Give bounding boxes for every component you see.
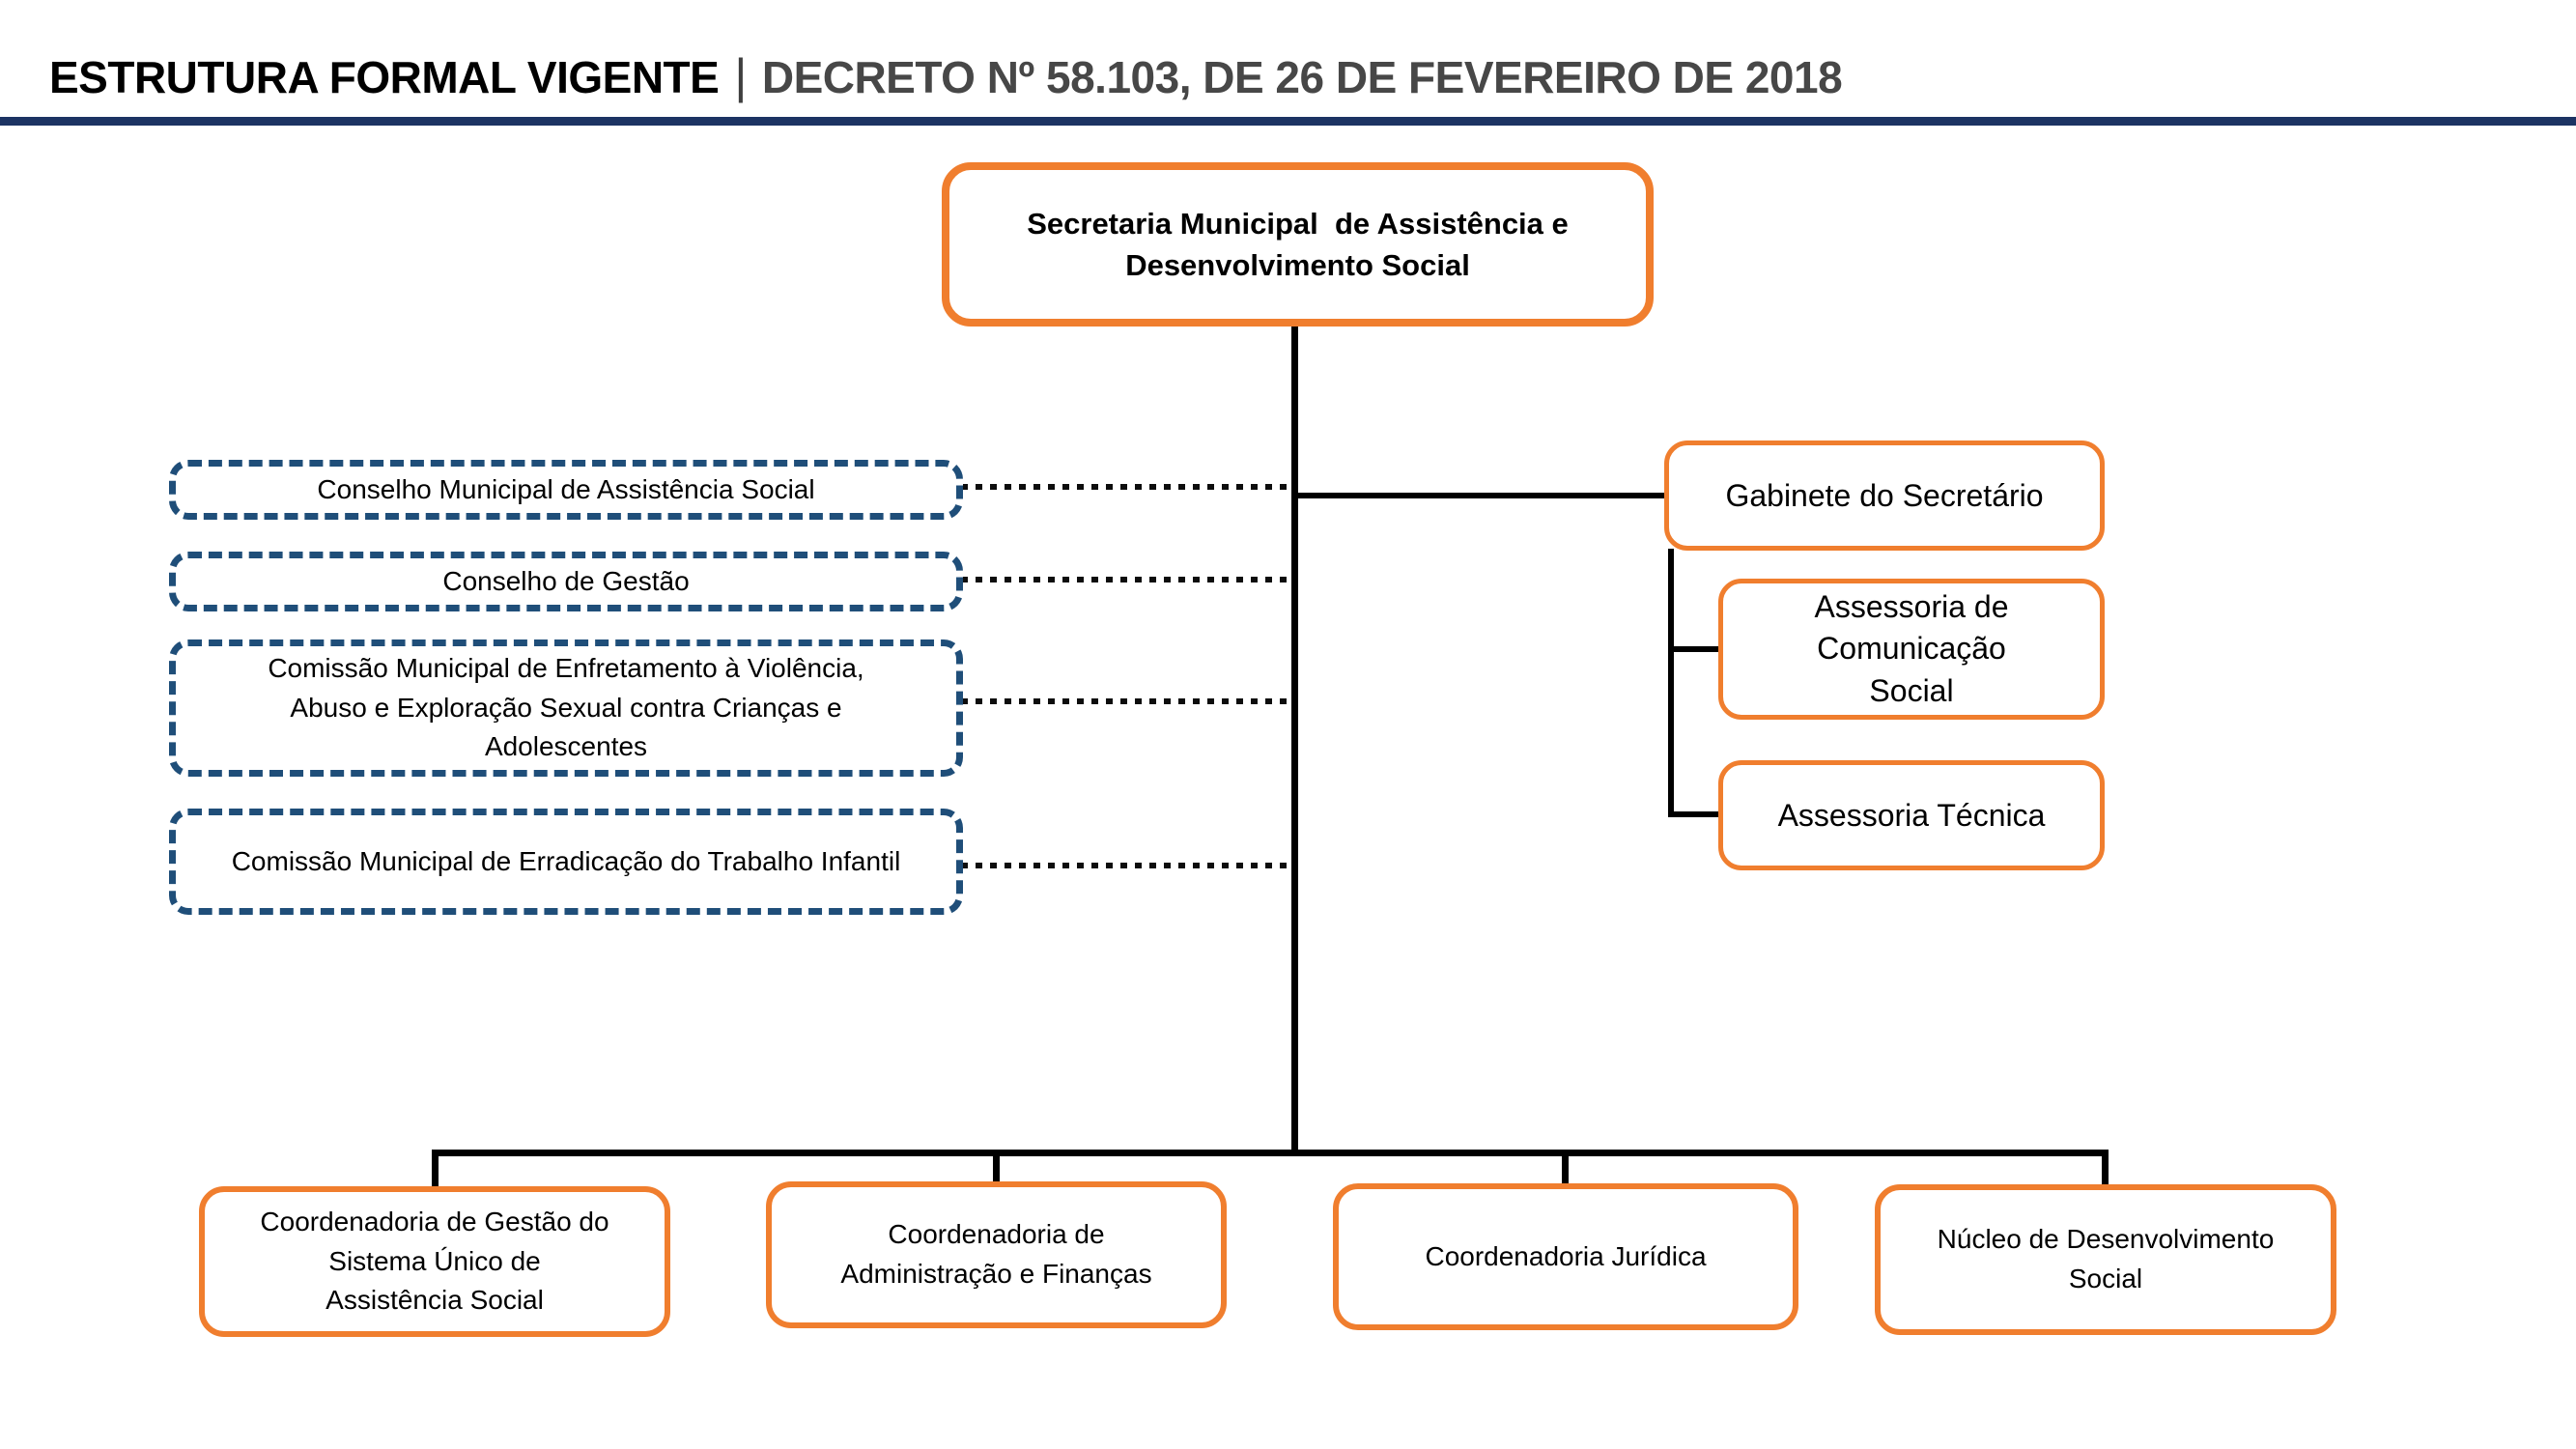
cabinet-branch-line xyxy=(1668,549,1674,817)
page-title-primary: ESTRUTURA FORMAL VIGENTE xyxy=(49,52,720,102)
coordenadoria-juridica-label: Coordenadoria Jurídica xyxy=(1425,1241,1707,1271)
bottom-stub-2 xyxy=(993,1150,1000,1188)
bottom-stub-1 xyxy=(432,1150,439,1188)
assessoria-tecnica-label: Assessoria Técnica xyxy=(1777,797,2046,833)
coordenadoria-admin-financas-box: Coordenadoria de Administração e Finança… xyxy=(766,1181,1227,1328)
coordenadoria-gestao-suas-label: Coordenadoria de Gestão do Sistema Único… xyxy=(260,1207,609,1316)
page-title: ESTRUTURA FORMAL VIGENTE | DECRETO Nº 58.1… xyxy=(49,48,1843,104)
cabinet-box: Gabinete do Secretário xyxy=(1664,440,2105,551)
cabinet-stub-tecnica xyxy=(1668,811,1720,817)
advisory-box-label: Comissão Municipal de Erradicação do Tra… xyxy=(231,845,901,876)
advisory-box-label: Comissão Municipal de Enfretamento à Vio… xyxy=(268,653,864,762)
trunk-line xyxy=(1291,325,1298,1154)
advisory-connector-4 xyxy=(961,863,1291,868)
advisory-box-comissao-enfretamento: Comissão Municipal de Enfretamento à Vio… xyxy=(169,639,963,777)
assessoria-comunicacao-box: Assessoria de Comunicação Social xyxy=(1718,579,2105,720)
advisory-connector-1 xyxy=(961,484,1291,490)
title-separator: | xyxy=(734,49,747,103)
cabinet-box-label: Gabinete do Secretário xyxy=(1725,477,2044,513)
assessoria-tecnica-box: Assessoria Técnica xyxy=(1718,760,2105,870)
bottom-stub-4 xyxy=(2102,1150,2109,1188)
root-box-secretaria: Secretaria Municipal de Assistência e De… xyxy=(942,162,1654,327)
nucleo-desenvolvimento-label: Núcleo de Desenvolvimento Social xyxy=(1937,1224,2275,1293)
bottom-stub-3 xyxy=(1562,1150,1569,1188)
advisory-box-label: Conselho de Gestão xyxy=(442,565,690,596)
advisory-box-conselho-municipal: Conselho Municipal de Assistência Social xyxy=(169,460,963,520)
advisory-box-label: Conselho Municipal de Assistência Social xyxy=(317,473,815,504)
nucleo-desenvolvimento-box: Núcleo de Desenvolvimento Social xyxy=(1875,1184,2336,1335)
coordenadoria-juridica-box: Coordenadoria Jurídica xyxy=(1333,1183,1798,1330)
advisory-connector-2 xyxy=(961,577,1291,582)
advisory-connector-3 xyxy=(961,698,1291,704)
advisory-box-conselho-gestao: Conselho de Gestão xyxy=(169,552,963,611)
header-rule xyxy=(0,117,2576,126)
coordenadoria-admin-financas-label: Coordenadoria de Administração e Finança… xyxy=(840,1219,1152,1289)
bottom-connector xyxy=(432,1150,2109,1156)
cabinet-connector xyxy=(1294,493,1666,498)
advisory-box-comissao-erradicacao: Comissão Municipal de Erradicação do Tra… xyxy=(169,809,963,915)
page-title-decree: DECRETO Nº 58.103, DE 26 DE FEVEREIRO DE… xyxy=(761,52,1843,102)
assessoria-comunicacao-label: Assessoria de Comunicação Social xyxy=(1814,589,2009,708)
root-box-label: Secretaria Municipal de Assistência e De… xyxy=(1027,206,1577,282)
cabinet-stub-comunicacao xyxy=(1668,646,1720,652)
coordenadoria-gestao-suas-box: Coordenadoria de Gestão do Sistema Único… xyxy=(199,1186,670,1337)
